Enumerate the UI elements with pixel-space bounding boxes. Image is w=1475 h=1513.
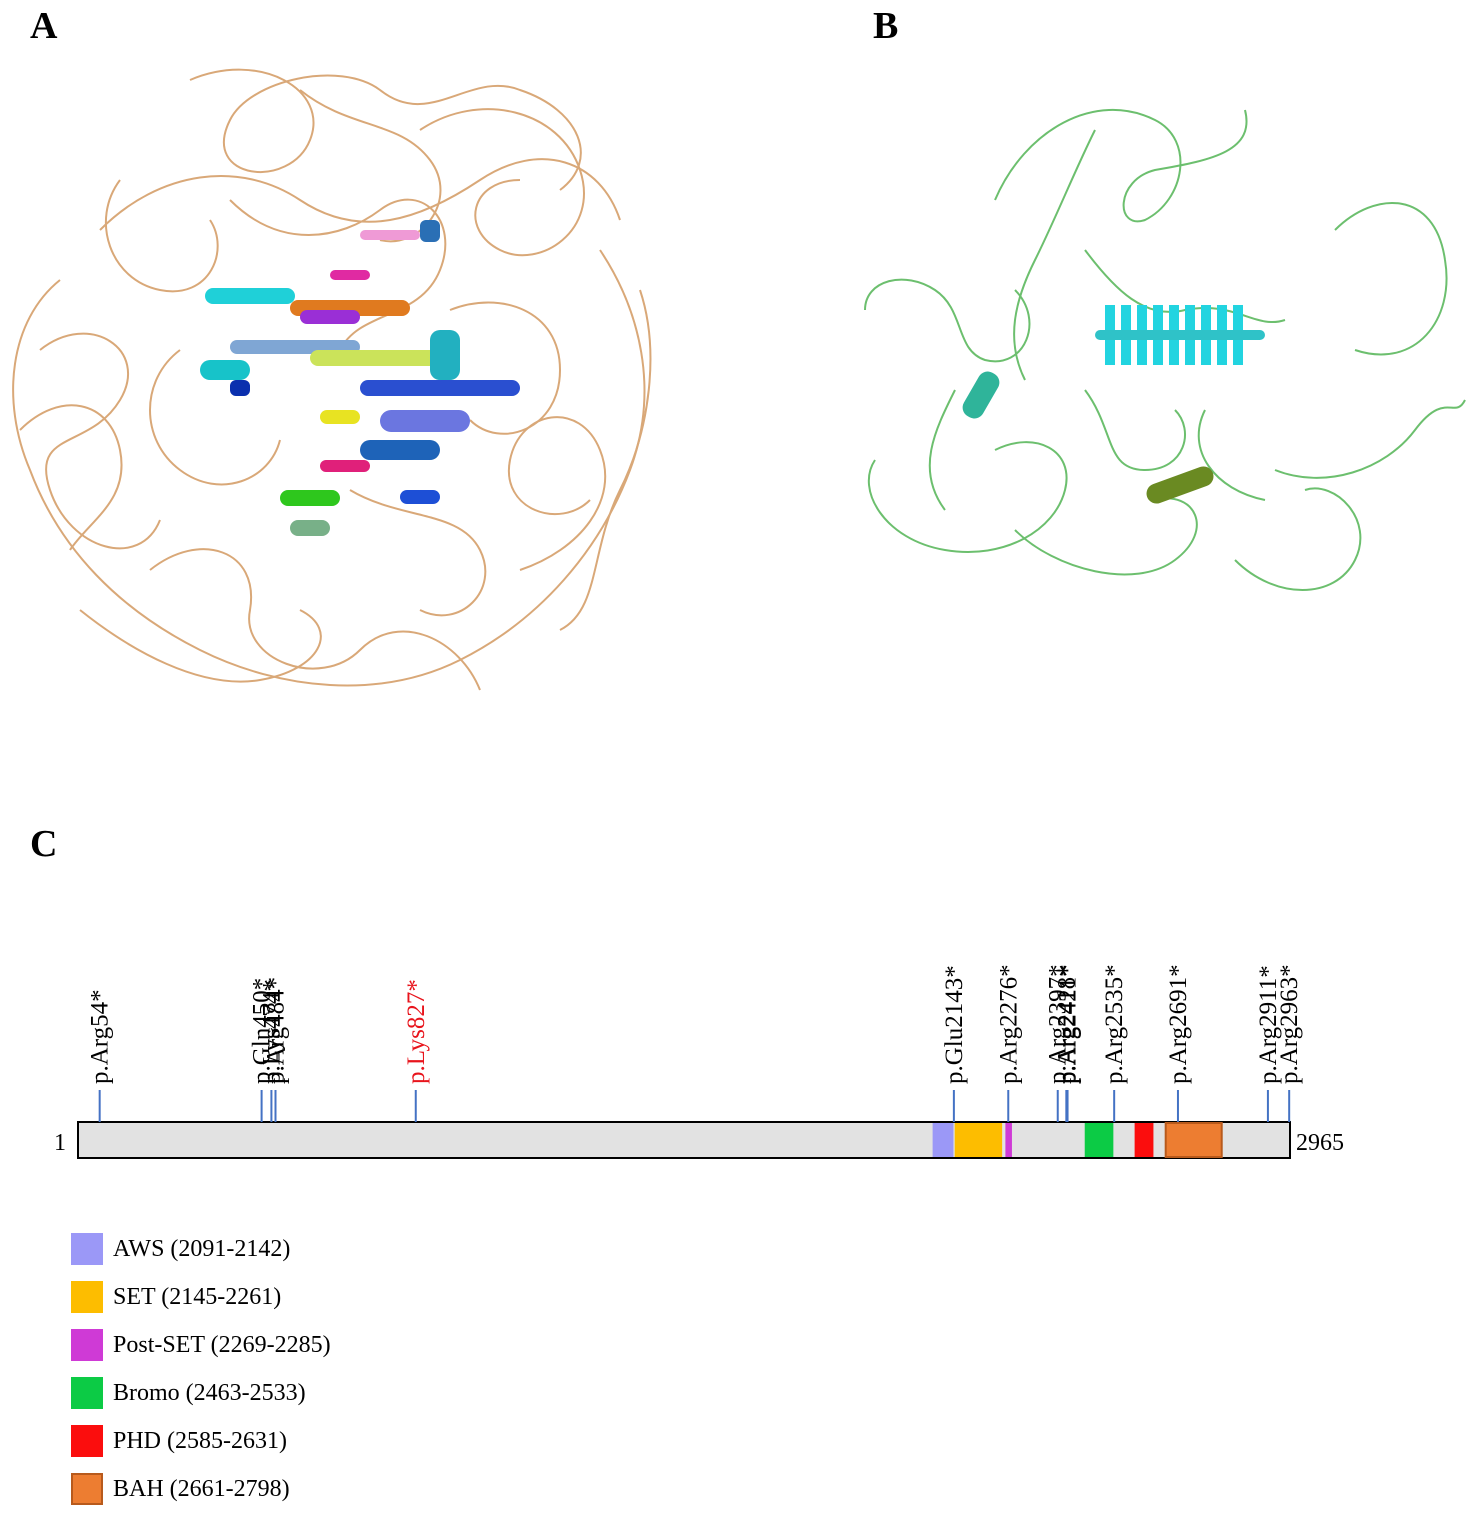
legend-label: SET (2145-2261) xyxy=(113,1283,282,1310)
structure-truncated xyxy=(864,109,1466,591)
legend-item: AWS (2091-2142) xyxy=(71,1225,331,1273)
legend-label: Bromo (2463-2533) xyxy=(113,1379,306,1406)
structure-full-length xyxy=(12,68,652,691)
mutation-label: p.Arg2397* xyxy=(1045,964,1072,1084)
legend-item: BAH (2661-2798) xyxy=(71,1465,331,1513)
mutation-label: p.Arg2691* xyxy=(1165,964,1192,1084)
mutation-label: p.Arg2535* xyxy=(1101,964,1128,1084)
mutation-label: p.Arg54* xyxy=(87,989,114,1084)
panel-label-b: B xyxy=(873,5,899,47)
mutation-label: p.Arg2421* xyxy=(1055,964,1082,1084)
legend-item: Post-SET (2269-2285) xyxy=(71,1321,331,1369)
mutation-label: p.Arg2276* xyxy=(995,964,1022,1084)
domain-bah xyxy=(1164,1122,1223,1158)
legend-swatch xyxy=(71,1233,103,1265)
domain-aws xyxy=(932,1123,954,1157)
protein-start-label: 1 xyxy=(54,1130,66,1156)
legend-swatch xyxy=(71,1281,103,1313)
domain-post-set xyxy=(1005,1123,1012,1157)
protein-domain-diagram: p.Arg54* p.Gln450*p.Lys474*p.Arg484* p.Lys… xyxy=(54,964,1344,1159)
helix-cluster xyxy=(200,220,520,536)
legend-item: SET (2145-2261) xyxy=(71,1273,331,1321)
protein-end-label: 2965 xyxy=(1296,1130,1344,1156)
mutation-label: p.Lys474* xyxy=(258,979,285,1084)
helix-teal xyxy=(962,371,1000,419)
domain-bromo xyxy=(1084,1123,1114,1157)
panel-label-a: A xyxy=(30,5,58,47)
panel-label-c: C xyxy=(30,823,58,865)
legend-label: AWS (2091-2142) xyxy=(113,1235,291,1262)
coil-loops xyxy=(864,109,1466,591)
mutation-label: p.Arg2418* xyxy=(1053,964,1080,1084)
domain-phd xyxy=(1134,1123,1154,1157)
domain-legend: AWS (2091-2142) SET (2145-2261) Post-SET (… xyxy=(71,1225,331,1513)
mutation-label: p.Arg2963* xyxy=(1276,964,1303,1084)
coil-loops xyxy=(12,68,652,691)
legend-label: PHD (2585-2631) xyxy=(113,1427,287,1454)
legend-item: PHD (2585-2631) xyxy=(71,1417,331,1465)
beta-hairpin xyxy=(1095,305,1265,365)
legend-swatch xyxy=(71,1473,103,1505)
legend-label: BAH (2661-2798) xyxy=(113,1475,290,1502)
mutation-label: p.Gln450* xyxy=(249,978,276,1084)
legend-label: Post-SET (2269-2285) xyxy=(113,1331,331,1358)
mutation-label: p.Glu2143* xyxy=(941,965,968,1084)
legend-swatch xyxy=(71,1329,103,1361)
legend-item: Bromo (2463-2533) xyxy=(71,1369,331,1417)
helix-olive xyxy=(1146,466,1214,504)
mutation-label: p.Lys827* xyxy=(403,979,430,1084)
legend-swatch xyxy=(71,1425,103,1457)
legend-swatch xyxy=(71,1377,103,1409)
mutation-label: p.Arg2911* xyxy=(1255,965,1282,1084)
domain-set xyxy=(954,1123,1003,1157)
mutation-label: p.Arg484* xyxy=(263,977,290,1084)
